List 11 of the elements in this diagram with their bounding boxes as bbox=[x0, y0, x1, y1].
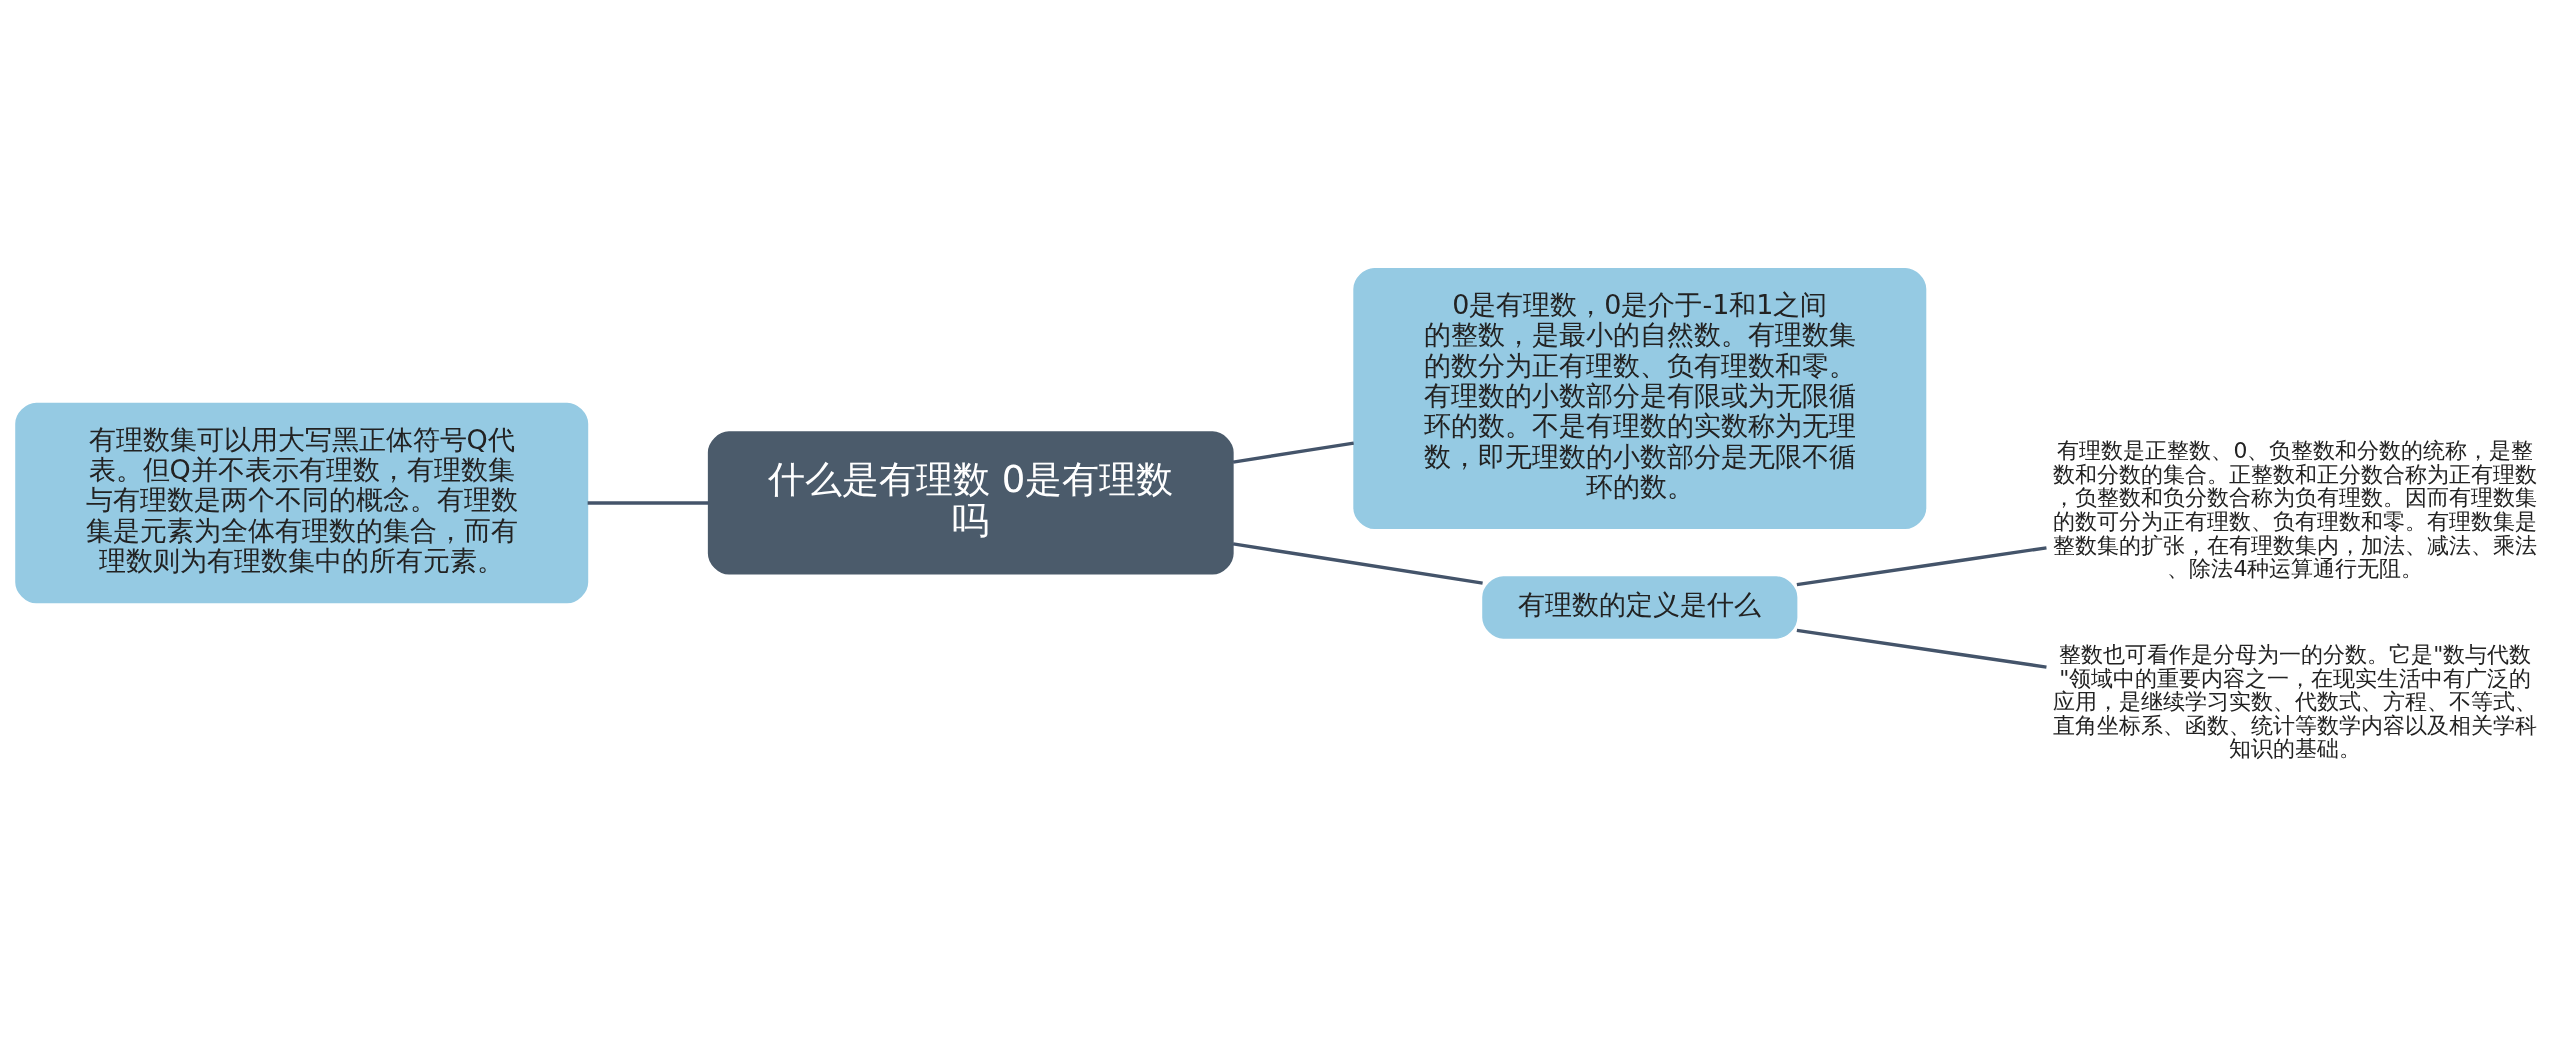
node-text: 有理数是正整数、0、负整数和分数的统称，是整数和分数的集合。正整数和正分数合称为正有理数，负整数和负分数合称为负有理数。因而有理数集的数可分为正有理数、负有理数和零。有理数集是整数集的扩张，在有理数集内，加法、减法、乘法、除法4种运算通行无阻。 bbox=[2053, 437, 2538, 581]
connector bbox=[587, 500, 709, 505]
node-text: 整数也可看作是分母为一的分数。它是"数与代数"领域中的重要内容之一，在现实生活中有广泛的应用，是继续学习实数、代数式、方程、不等式、直角坐标系、函数、统计等数学内容以及相关学科知识的基础。 bbox=[2053, 641, 2538, 761]
node-box: 有理数集可以用大写黑正体符号Q代表。但Q并不表示有理数，有理数集与有理数是两个不同的概念。有理数集是元素为全体有理数的集合，而有理数则为有理数集中的所有元素。 bbox=[15, 402, 589, 603]
node-box: 0是有理数，0是介于-1和1之间的整数，是最小的自然数。有理数集的数分为正有理数、负有理数和零。有理数的小数部分是有限或为无限循环的数。不是有理数的实数称为无理数，即无理数的小数部分是无限不循环的数。 bbox=[1353, 267, 1927, 529]
connector bbox=[1232, 541, 1483, 585]
connector bbox=[1796, 628, 2047, 669]
node-box: 有理数的定义是什么 bbox=[1482, 575, 1798, 639]
node-box: 什么是有理数 0是有理数吗 bbox=[707, 430, 1234, 575]
connector bbox=[1796, 545, 2047, 586]
connector bbox=[1232, 441, 1354, 464]
